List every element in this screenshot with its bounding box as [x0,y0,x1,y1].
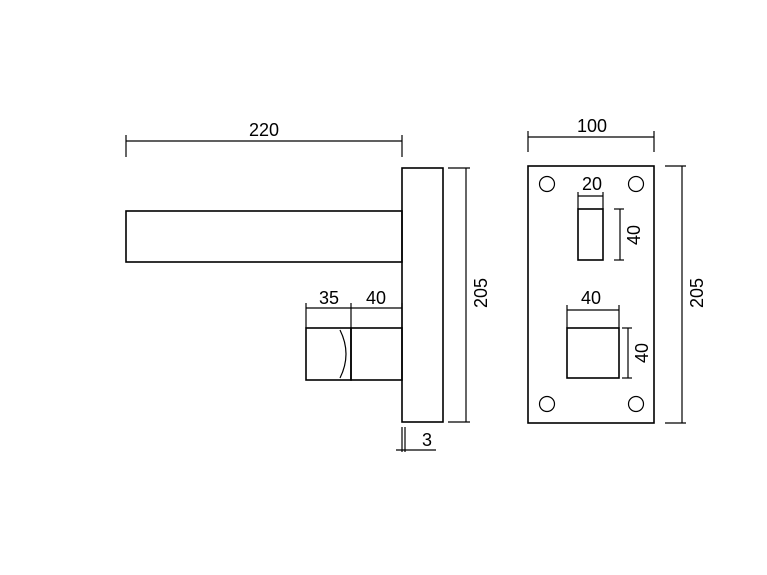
front-plate [527,165,655,424]
dim-40-square-height: 40 [622,327,652,379]
handle-bar [125,210,403,263]
dim-40-square-width-label: 40 [581,288,601,308]
dim-220: 220 [125,120,403,157]
dim-100-label: 100 [577,116,607,136]
dim-40-spindle-label: 40 [366,288,386,308]
dim-35: 35 [305,288,352,328]
dim-20: 20 [577,174,604,209]
dim-100: 100 [527,116,655,152]
dim-205-side-label: 205 [471,278,491,308]
side-view: 220 205 35 40 3 [125,120,491,452]
dim-40-spindle: 40 [351,288,403,328]
spindle-part-b [350,327,403,381]
small-slot [577,208,604,261]
dim-40-slot: 40 [614,208,644,261]
dim-40-square-height-label: 40 [632,343,652,363]
spindle-curve [339,329,347,379]
spindle-part-a [305,327,352,381]
square-hole [566,327,620,379]
dim-205-front: 205 [665,165,707,424]
dim-205-side: 205 [448,167,491,423]
front-view: 100 205 20 40 40 [527,116,707,424]
mounting-hole-bottom-left [538,395,556,413]
dim-35-label: 35 [319,288,339,308]
dim-3: 3 [396,427,436,452]
dim-220-label: 220 [249,120,279,140]
mounting-hole-top-left [538,175,556,193]
dim-20-label: 20 [582,174,602,194]
dim-40-slot-label: 40 [624,225,644,245]
mounting-hole-bottom-right [627,395,645,413]
mounting-hole-top-right [627,175,645,193]
dim-40-square-width: 40 [566,288,620,328]
side-plate [401,167,444,423]
dim-205-front-label: 205 [687,278,707,308]
dim-3-label: 3 [422,430,432,450]
